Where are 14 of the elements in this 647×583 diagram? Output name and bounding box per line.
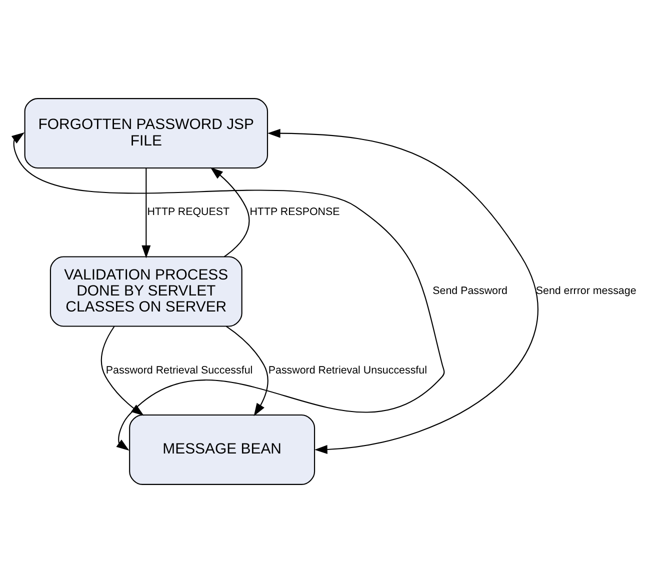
node-box: FORGOTTEN PASSWORD JSP FILE (24, 98, 268, 169)
edge-label: Password Retrieval Unsuccessful (268, 364, 426, 376)
arrow (266, 128, 538, 454)
edge-label: Send Password (432, 285, 508, 298)
node-box: MESSAGE BEAN (128, 414, 315, 485)
edge-label: Send errror message (535, 285, 636, 298)
edge-label: HTTP REQUEST (146, 206, 230, 218)
arrow (141, 168, 150, 258)
arrow (225, 326, 268, 416)
arrow (210, 167, 250, 258)
arrow (10, 132, 444, 451)
edge-label: HTTP RESPONSE (249, 206, 340, 218)
edge-label: Password Retrieval Successful (105, 364, 252, 376)
node-box: VALIDATION PROCESS DONE BY SERVLET CLASSES ON SERVER (49, 256, 242, 327)
